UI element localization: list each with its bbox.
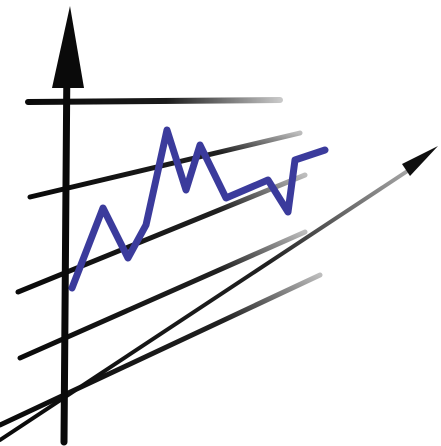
x-axis	[0, 146, 438, 442]
y-axis-arrowhead	[52, 6, 84, 88]
grid-line	[27, 130, 303, 200]
x-axis-arrowhead	[402, 146, 438, 176]
y-axis	[52, 6, 84, 446]
data-line	[68, 126, 329, 292]
grid-line	[15, 172, 308, 295]
grid-line	[0, 272, 323, 428]
